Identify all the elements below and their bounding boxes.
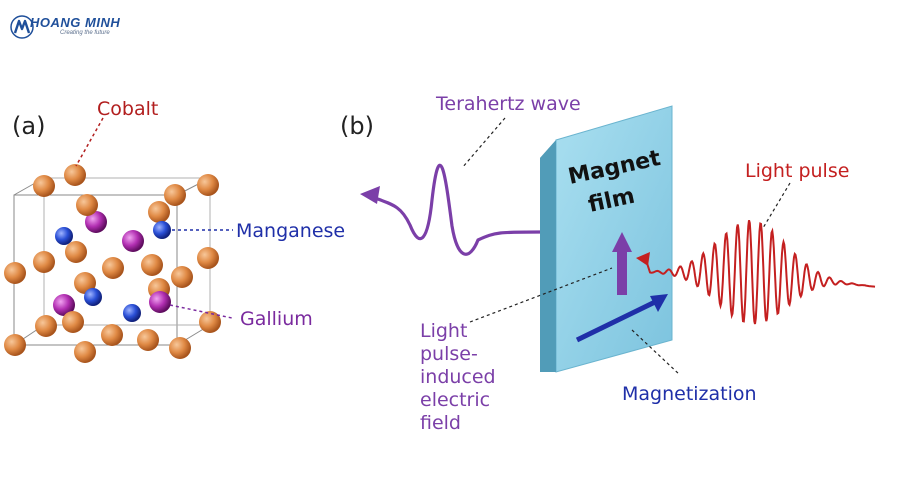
cobalt-atom <box>169 337 191 359</box>
light-pulse-arrowhead <box>636 252 650 266</box>
cobalt-atom <box>74 341 96 363</box>
manganese-atom <box>153 221 171 239</box>
efield-label-line: induced <box>420 366 496 388</box>
gallium-atom <box>85 211 107 233</box>
cobalt-atom <box>65 241 87 263</box>
manganese-atom <box>55 227 73 245</box>
cobalt-atom <box>197 247 219 269</box>
cobalt-atom <box>64 164 86 186</box>
cobalt-label: Cobalt <box>97 98 158 120</box>
cobalt-atom <box>102 257 124 279</box>
efield-leader-line <box>469 267 613 323</box>
cobalt-atom <box>33 251 55 273</box>
light-pulse-leader-line <box>762 182 791 229</box>
magnetization-label: Magnetization <box>622 383 757 405</box>
manganese-atom <box>84 288 102 306</box>
cobalt-atom <box>33 175 55 197</box>
efield-label-line: electric <box>420 389 490 411</box>
gallium-atom <box>149 291 171 313</box>
terahertz-arrowhead <box>360 186 380 204</box>
manganese-label: Manganese <box>236 220 345 242</box>
cobalt-atom <box>148 201 170 223</box>
terahertz-label: Terahertz wave <box>435 93 581 115</box>
gallium-leader-line <box>169 304 233 319</box>
brand-tagline: Creating the future <box>60 30 110 36</box>
cobalt-atom <box>164 184 186 206</box>
cobalt-atom <box>76 194 98 216</box>
brand-logo <box>10 12 170 44</box>
panel-b-tag: (b) <box>340 112 374 140</box>
efield-label-line: pulse- <box>420 343 478 365</box>
manganese-atom <box>123 304 141 322</box>
brand-name: HOANG MINH <box>30 15 121 30</box>
cobalt-atom <box>141 254 163 276</box>
efield-label-line: Light <box>420 320 467 342</box>
terahertz-wave <box>360 163 542 256</box>
cobalt-atom <box>137 329 159 351</box>
electric-field-arrow <box>612 232 632 295</box>
cobalt-leader-line <box>75 117 104 167</box>
cobalt-atom <box>101 324 123 346</box>
magnet-film <box>540 105 673 373</box>
terahertz-leader-line <box>461 117 506 169</box>
cobalt-atom <box>171 266 193 288</box>
magnetization-leader-line <box>631 329 681 376</box>
efield-label: Light pulse- induced electric field <box>420 320 496 434</box>
cobalt-atom <box>4 262 26 284</box>
efield-label-line: field <box>420 412 461 434</box>
cobalt-atom <box>62 311 84 333</box>
cobalt-atom <box>199 311 221 333</box>
panel-a-tag: (a) <box>12 112 45 140</box>
brand-logo-icon <box>10 15 34 39</box>
cobalt-atom <box>4 334 26 356</box>
magnetization-arrow <box>575 294 668 343</box>
cobalt-atom <box>35 315 57 337</box>
cobalt-atom <box>197 174 219 196</box>
light-pulse-wave <box>636 220 876 325</box>
gallium-atom <box>122 230 144 252</box>
atoms <box>4 164 221 363</box>
light-pulse-label: Light pulse <box>745 160 849 182</box>
gallium-label: Gallium <box>240 308 313 330</box>
gallium-atom <box>53 294 75 316</box>
